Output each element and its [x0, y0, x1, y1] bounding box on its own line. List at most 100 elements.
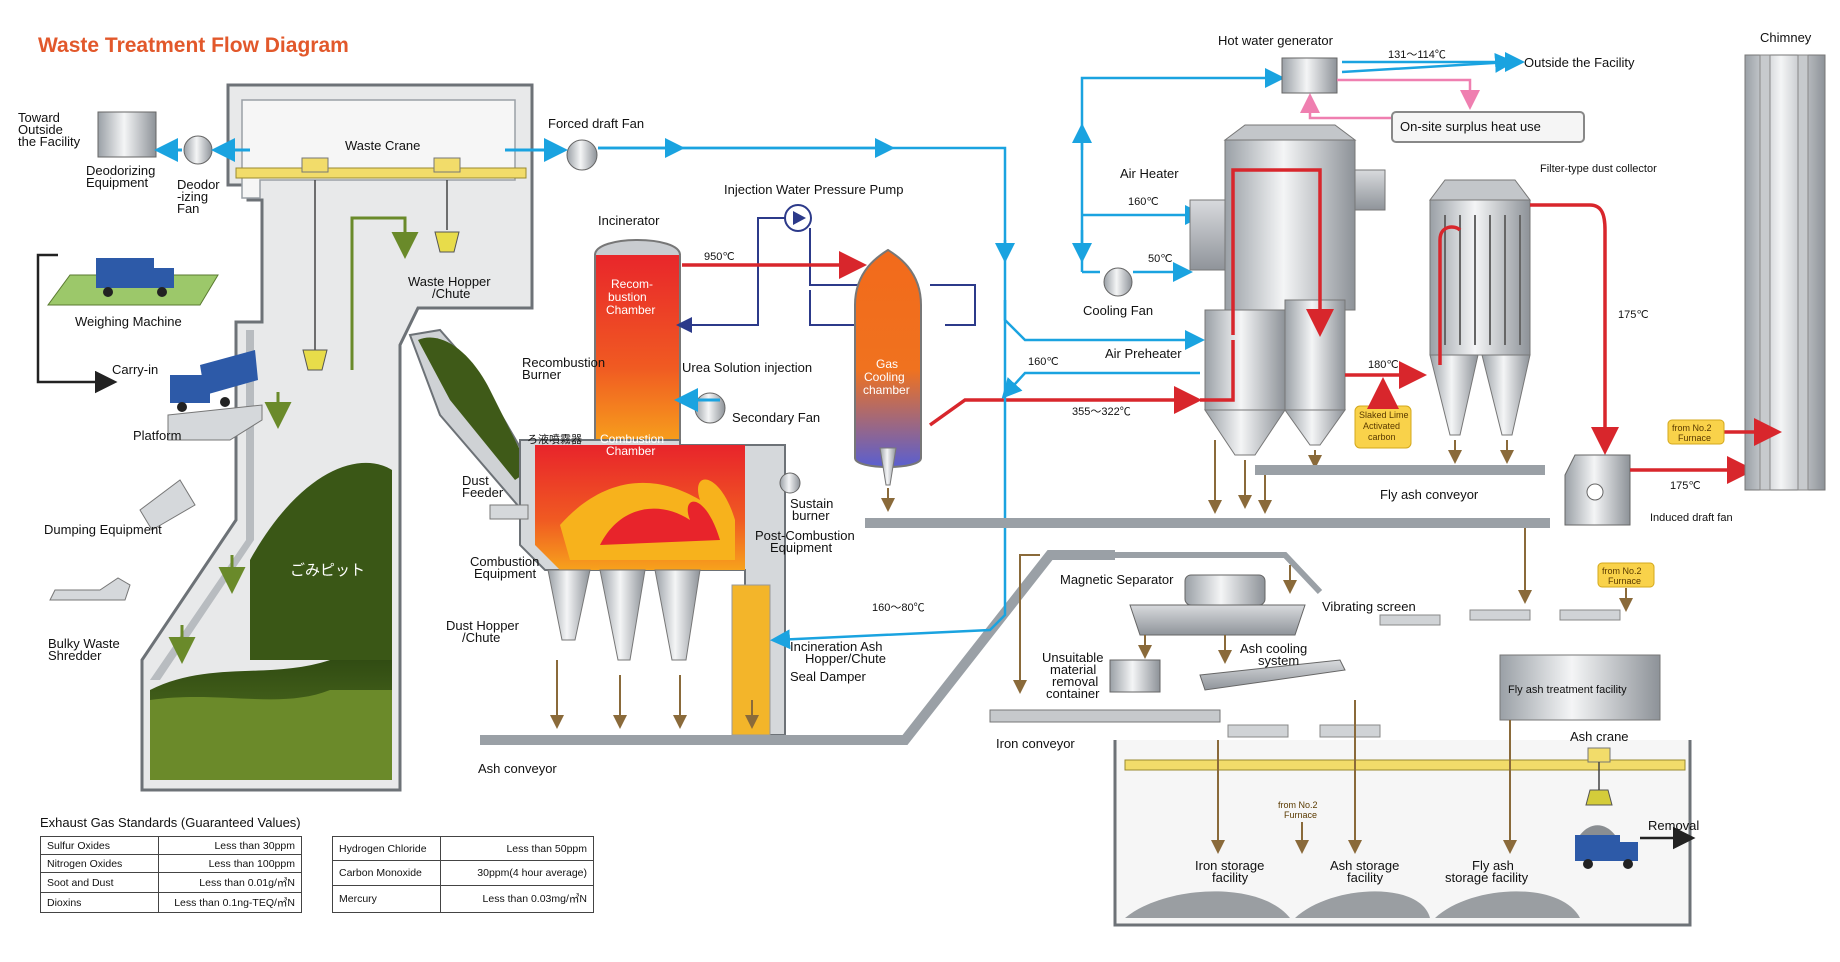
- std-name: Mercury: [332, 884, 441, 914]
- standards-title: Exhaust Gas Standards (Guaranteed Values…: [40, 815, 301, 830]
- onsite-heat-box: [1391, 111, 1585, 143]
- deodorizing-fan-label-1: Deodor: [177, 177, 220, 192]
- ash-cooling-system: [1199, 659, 1346, 691]
- post-combustion-label-2: Equipment: [770, 540, 833, 555]
- injection-pump-label: Injection Water Pressure Pump: [724, 182, 903, 197]
- dust-feeder-label-1: Dust: [462, 473, 489, 488]
- temp-355-322: 355～322℃: [1072, 406, 1131, 418]
- from-no2-box-1: [1667, 419, 1725, 445]
- toward-outside-label-1: Toward: [18, 110, 60, 125]
- chimney-label: Chimney: [1760, 30, 1812, 45]
- sustain-burner-label-1: Sustain: [790, 496, 833, 511]
- ash-storage-label-2: facility: [1347, 870, 1384, 885]
- fly-ash-facility-label: Fly ash treatment facility: [1508, 684, 1627, 696]
- ash-crane-grab: [1585, 789, 1613, 806]
- std-value: Less than 30ppm: [158, 836, 302, 855]
- platform-label: Platform: [133, 428, 181, 443]
- sustain-burner-label-2: burner: [792, 508, 830, 523]
- gas-cooling-label-3: chamber: [863, 383, 910, 397]
- crane-grab: [302, 349, 328, 371]
- std-value: 30ppm(4 hour average): [440, 860, 594, 886]
- weighing-machine: [47, 258, 219, 306]
- urea-label: Urea Solution injection: [682, 360, 812, 375]
- air-preheater-label: Air Preheater: [1105, 346, 1182, 361]
- unsuitable-label-2: material: [1050, 662, 1096, 677]
- carry-in-truck: [170, 350, 258, 412]
- std-value: Less than 0.01g/㎥N: [158, 872, 302, 893]
- waste-hopper-label-1: Waste Hopper: [408, 274, 491, 289]
- bulky-shredder: [49, 577, 131, 601]
- from-no2-label-3b: Furnace: [1284, 810, 1317, 820]
- fly-ash-treatment-box: [1499, 654, 1661, 721]
- unsuitable-label-4: container: [1046, 686, 1100, 701]
- secondary-fan-label: Secondary Fan: [732, 410, 820, 425]
- ash-storage-label-1: Ash storage: [1330, 858, 1399, 873]
- gas-cooling-label-1: Gas: [876, 357, 898, 371]
- pit-building: ごみピット: [140, 83, 534, 792]
- dust-hopper-label-2: /Chute: [462, 630, 500, 645]
- storage-building: [1113, 609, 1692, 927]
- fly-ash-conveyor-label: Fly ash conveyor: [1380, 487, 1479, 502]
- waste-hopper-label-2: /Chute: [432, 286, 470, 301]
- incinerator: Recom- bustion Chamber Combustion Chambe…: [489, 239, 801, 736]
- std-name: Hydrogen Chloride: [332, 835, 441, 862]
- weighing-machine-label: Weighing Machine: [75, 314, 182, 329]
- fly-ash-storage-label-1: Fly ash: [1472, 858, 1514, 873]
- ash-crane-label: Ash crane: [1570, 729, 1629, 744]
- recombustion-chamber-label-2: bustion: [608, 290, 647, 304]
- hot-water-generator-label: Hot water generator: [1218, 33, 1334, 48]
- platform: [167, 404, 263, 441]
- dust-hopper-label-1: Dust Hopper: [446, 618, 520, 633]
- dust-feeder: [489, 504, 529, 520]
- main-conveyor: [865, 518, 1550, 528]
- seal-damper-label: Seal Damper: [790, 669, 867, 684]
- ash-conveyor-label: Ash conveyor: [478, 761, 557, 776]
- std-value: Less than 100ppm: [158, 854, 302, 873]
- removal-label: Removal: [1648, 818, 1699, 833]
- cooling-fan-label: Cooling Fan: [1083, 303, 1153, 318]
- sustain-burner: [779, 472, 801, 494]
- fly-ash-conveyor: [1255, 465, 1545, 475]
- recombustion-chamber-label-1: Recom-: [611, 277, 653, 291]
- combustion-chamber-label-1: Combustion: [600, 432, 664, 446]
- combustion-equipment-label-1: Combustion: [470, 554, 539, 569]
- dust-feeder-label-2: Feeder: [462, 485, 504, 500]
- unsuitable-label-3: removal: [1052, 674, 1098, 689]
- crane-rail: [235, 167, 527, 179]
- from-no2-label-2b: Furnace: [1608, 576, 1641, 586]
- incineration-ash-label-1: Incineration Ash: [790, 639, 883, 654]
- gas-cooling-label-2: Cooling: [864, 370, 905, 384]
- carry-in-label: Carry-in: [112, 362, 158, 377]
- std-name: Carbon Monoxide: [332, 860, 441, 886]
- std-name: Nitrogen Oxides: [40, 854, 159, 873]
- unsuitable-label-1: Unsuitable: [1042, 650, 1103, 665]
- slaked-lime-label-2: Activated: [1363, 421, 1400, 431]
- vibrating-screen-label: Vibrating screen: [1322, 599, 1416, 614]
- deodorizing-fan-label-2: -izing: [177, 189, 208, 204]
- temp-175-fan: 175℃: [1670, 480, 1701, 492]
- slaked-lime-label-3: carbon: [1368, 432, 1396, 442]
- temp-160-air-heater: 160℃: [1128, 196, 1159, 208]
- combustion-chamber-label-2: Chamber: [606, 444, 655, 458]
- temp-180: 180℃: [1368, 359, 1399, 371]
- toward-outside-label-3: the Facility: [18, 134, 81, 149]
- from-no2-box-2: [1597, 562, 1655, 588]
- secondary-fan: [694, 392, 726, 424]
- bulky-shredder-label-2: Shredder: [48, 648, 102, 663]
- removal-truck: [1575, 825, 1638, 869]
- std-name: Soot and Dust: [40, 872, 159, 893]
- waste-crane-label: Waste Crane: [345, 138, 420, 153]
- combustion-equipment-label-2: Equipment: [474, 566, 537, 581]
- recombustion-burner-label-2: Burner: [522, 367, 562, 382]
- diagram-title: Waste Treatment Flow Diagram: [38, 34, 349, 57]
- air-heater-tower: [1189, 124, 1386, 456]
- slaked-lime-label-1: Slaked Lime: [1359, 410, 1409, 420]
- temp-131-114: 131～114℃: [1388, 49, 1446, 61]
